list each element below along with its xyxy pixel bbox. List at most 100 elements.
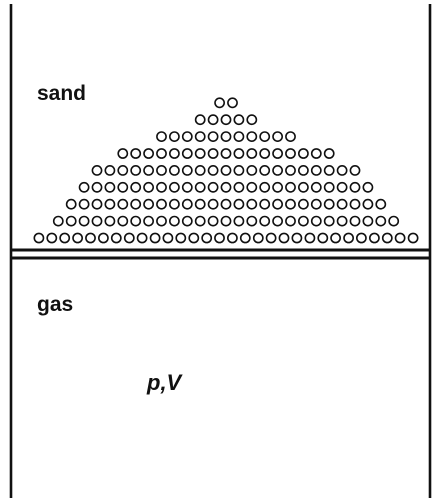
sand-grain — [226, 232, 238, 244]
sand-grain — [362, 215, 374, 227]
sand-grain — [285, 164, 296, 176]
sand-grain — [85, 232, 96, 244]
sand-label: sand — [37, 82, 86, 105]
sand-grain — [220, 164, 232, 176]
sand-grain — [246, 198, 258, 210]
sand-grain — [149, 232, 161, 244]
sand-grain — [143, 148, 154, 159]
sand-grain — [181, 164, 193, 176]
sand-grain — [207, 215, 219, 227]
sand-grain — [285, 181, 296, 193]
sand-grain — [310, 198, 322, 210]
sand-grain — [297, 148, 309, 159]
sand-grain — [214, 232, 225, 244]
sand-grain — [194, 131, 206, 142]
sand-grain — [297, 181, 309, 193]
sand-grain — [181, 215, 193, 227]
sand-grain — [207, 198, 219, 210]
sand-grain — [233, 164, 245, 176]
sand-pile — [33, 97, 419, 244]
sand-grain — [181, 131, 193, 142]
sand-grain — [246, 164, 258, 176]
sand-grain — [168, 198, 180, 210]
sand-grain — [65, 198, 77, 210]
sand-grain — [291, 232, 303, 244]
sand-grain — [143, 198, 154, 210]
sand-grain — [323, 215, 335, 227]
sand-grain — [194, 148, 206, 159]
sand-grain — [78, 215, 90, 227]
sand-grain — [194, 114, 206, 126]
sand-grain — [349, 198, 361, 210]
sand-grain — [117, 148, 129, 159]
sand-grain — [259, 181, 271, 193]
sand-grain — [104, 164, 116, 176]
sand-grain — [156, 181, 167, 193]
sand-grain — [194, 164, 206, 176]
sand-grain — [136, 232, 148, 244]
sand-grain — [104, 198, 116, 210]
sand-grain — [52, 215, 64, 227]
sand-grain — [233, 181, 245, 193]
sand-grain — [310, 164, 322, 176]
sand-grain — [259, 131, 271, 142]
sand-grain — [233, 198, 245, 210]
sand-grain — [285, 215, 296, 227]
sand-grain — [201, 232, 213, 244]
sand-grain — [168, 181, 180, 193]
sand-grain — [130, 148, 142, 159]
sand-grain — [91, 215, 103, 227]
sand-grain — [310, 215, 322, 227]
sand-grain — [272, 215, 283, 227]
sand-grain — [259, 215, 271, 227]
sand-grain — [310, 148, 322, 159]
sand-grain — [117, 164, 129, 176]
sand-grain — [220, 215, 232, 227]
sand-grain — [130, 164, 142, 176]
sand-grain — [272, 164, 283, 176]
gas-label: gas — [37, 293, 73, 316]
sand-grain — [239, 232, 251, 244]
sand-grain — [220, 198, 232, 210]
sand-grain — [181, 198, 193, 210]
sand-grain — [343, 232, 354, 244]
sand-grain — [175, 232, 187, 244]
sand-grain — [336, 215, 348, 227]
sand-grain — [220, 114, 232, 126]
sand-grain — [194, 198, 206, 210]
sand-grain — [78, 198, 90, 210]
sand-grain — [375, 215, 387, 227]
sand-grain — [362, 181, 374, 193]
sand-grain — [104, 181, 116, 193]
sand-grain — [323, 148, 335, 159]
sand-grain — [91, 164, 103, 176]
sand-grain — [297, 215, 309, 227]
sand-grain — [91, 181, 103, 193]
sand-grain — [46, 232, 58, 244]
sand-grain — [246, 148, 258, 159]
sand-grain — [310, 181, 322, 193]
sand-grain — [110, 232, 122, 244]
sand-grain — [278, 232, 290, 244]
sand-grain — [368, 232, 380, 244]
sand-grain — [246, 181, 258, 193]
sand-grain — [259, 164, 271, 176]
sand-grain — [117, 181, 129, 193]
sand-grain — [59, 232, 71, 244]
piston — [11, 248, 430, 260]
sand-grain — [259, 148, 271, 159]
sand-grain — [259, 198, 271, 210]
sand-grain — [272, 131, 283, 142]
sand-grain — [233, 148, 245, 159]
sand-grain — [91, 198, 103, 210]
sand-grain — [349, 164, 361, 176]
sand-grain — [117, 215, 129, 227]
sand-grain — [207, 164, 219, 176]
sand-grain — [233, 114, 245, 126]
sand-grain — [323, 181, 335, 193]
sand-grain — [285, 198, 296, 210]
sand-grain — [207, 114, 219, 126]
sand-grain — [272, 181, 283, 193]
sand-grain — [143, 181, 154, 193]
sand-grain — [156, 131, 167, 142]
